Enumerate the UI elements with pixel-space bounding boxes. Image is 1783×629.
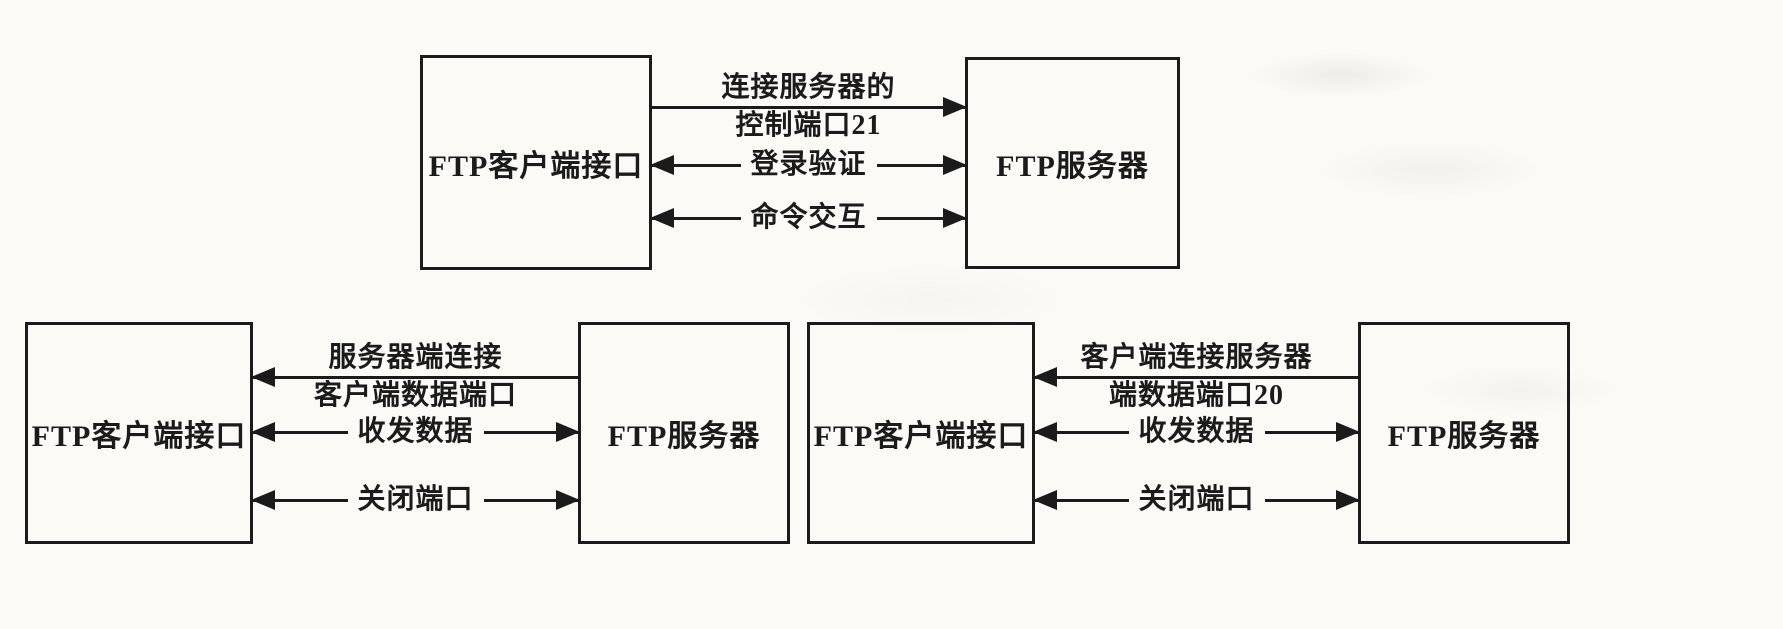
ftp-server-box: FTP服务器 [965, 57, 1180, 269]
arrow-line [253, 376, 578, 379]
arrow-label: 连接服务器的 控制端口21 [721, 69, 895, 145]
arrow-label: 命令交互 [740, 199, 877, 237]
arrow-line [1035, 376, 1358, 379]
arrow-label-line2: 端数据端口20 [1108, 380, 1285, 411]
ftp-client-label: FTP客户端接口 [428, 149, 644, 183]
ftp-client-label: FTP客户端接口 [31, 420, 247, 453]
arrow-label: 客户端连接服务器 端数据端口20 [1080, 339, 1312, 415]
ftp-server-label: FTP服务器 [607, 420, 761, 453]
arrow-label: 服务器端连接 客户端数据端口 [314, 339, 517, 415]
arrow-label: 收发数据 [347, 413, 484, 451]
arrowhead-left-icon [251, 422, 275, 442]
arrow-label-line1: 连接服务器的 [721, 72, 896, 103]
diagram-ftp-active-data-connection: FTP客户端接口 FTP服务器 服务器端连接 客户端数据端口 收发数据 关闭端口 [25, 322, 790, 544]
arrowhead-right-icon [556, 422, 580, 442]
arrowhead-right-icon [1336, 422, 1360, 442]
ftp-client-box: FTP客户端接口 [807, 322, 1035, 544]
ftp-server-label: FTP服务器 [996, 150, 1149, 183]
arrowhead-left-icon [1033, 422, 1057, 442]
arrowhead-left-icon [251, 367, 275, 387]
ftp-client-label: FTP客户端接口 [813, 420, 1029, 453]
arrowhead-right-icon [1336, 490, 1360, 510]
arrow-label: 收发数据 [1128, 413, 1265, 451]
ftp-server-box: FTP服务器 [578, 322, 790, 544]
arrowhead-right-icon [943, 97, 967, 117]
diagram-ftp-control-connection: FTP客户端接口 FTP服务器 连接服务器的 控制端口21 登录验证 命令交互 [420, 55, 1180, 270]
ftp-client-box: FTP客户端接口 [25, 322, 253, 544]
diagram-ftp-passive-data-connection: FTP客户端接口 FTP服务器 客户端连接服务器 端数据端口20 收发数据 关闭… [807, 322, 1570, 544]
arrow-label-line1: 服务器端连接 [328, 342, 503, 373]
arrow-label-line2: 客户端数据端口 [313, 380, 518, 411]
arrowhead-left-icon [1033, 367, 1057, 387]
arrow-label-line1: 客户端连接服务器 [1080, 342, 1313, 373]
arrow-line [652, 106, 965, 109]
ftp-server-label: FTP服务器 [1387, 420, 1541, 453]
arrowhead-left-icon [650, 208, 674, 228]
ftp-client-box: FTP客户端接口 [420, 55, 652, 270]
arrowhead-right-icon [943, 155, 967, 175]
arrowhead-left-icon [251, 490, 275, 510]
arrow-label: 关闭端口 [1128, 481, 1265, 519]
arrowhead-right-icon [943, 208, 967, 228]
arrow-label: 登录验证 [740, 146, 877, 184]
arrowhead-left-icon [650, 155, 674, 175]
ftp-server-box: FTP服务器 [1358, 322, 1570, 544]
arrow-label: 关闭端口 [347, 481, 484, 519]
arrowhead-left-icon [1033, 490, 1057, 510]
arrowhead-right-icon [556, 490, 580, 510]
arrow-label-line2: 控制端口21 [735, 110, 882, 141]
